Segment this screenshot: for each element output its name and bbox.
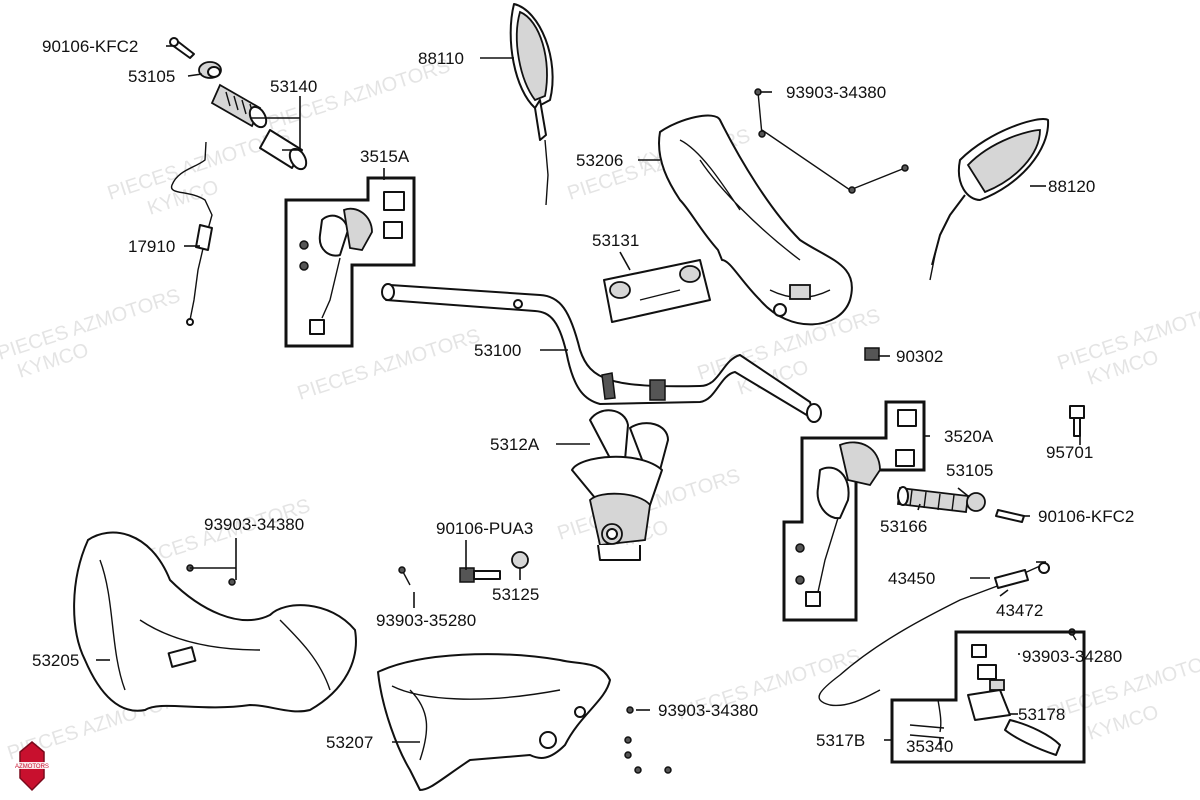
label-43472: 43472 [996,601,1043,620]
label-93903-34380-left: 93903-34380 [204,515,304,534]
part-5312a-stem [571,409,669,561]
part-90106-pua3-bolt [459,567,501,583]
group-3520a [782,400,926,622]
label-53166: 53166 [880,517,927,536]
group-3515a [284,176,416,348]
label-35340: 35340 [906,737,953,756]
part-93903-35280-screw [398,566,411,586]
part-53205-lower-cover [73,531,357,713]
part-95701-bolt [1069,405,1085,437]
part-53131-clamp [603,259,711,323]
label-90106-pua3: 90106-PUA3 [436,519,533,538]
label-53105-top: 53105 [128,67,175,86]
label-53105-right: 53105 [946,461,993,480]
label-5312a: 5312A [490,435,540,454]
part-53207-bottom-cover [377,653,611,791]
label-53140: 53140 [270,77,317,96]
label-53205: 53205 [32,651,79,670]
part-53105-top [198,61,222,79]
label-53206: 53206 [576,151,623,170]
part-17910-cable [170,141,213,326]
group-5317b [890,630,1086,764]
part-88110-mirror-left [509,3,554,206]
watermark-text: PIECES AZMOTORS [0,285,183,365]
label-93903-34380-top: 93903-34380 [786,83,886,102]
logo-text: AZMOTORS [15,764,49,770]
label-53207: 53207 [326,733,373,752]
label-95701: 95701 [1046,443,1093,462]
label-93903-35280: 93903-35280 [376,611,476,630]
label-53100: 53100 [474,341,521,360]
part-53206-upper-cover [658,114,853,326]
label-53131: 53131 [592,231,639,250]
leader-lines [96,45,1081,745]
label-5317b: 5317B [816,731,865,750]
label-88120: 88120 [1048,177,1095,196]
part-93903-34380-bottom-screws [624,706,672,774]
part-53100-handlebar [381,283,822,423]
label-53125: 53125 [492,585,539,604]
part-43450-cable [818,562,1050,707]
labels: 90106-KFC2 53105 53140 17910 3515A 88110… [32,37,1134,756]
part-53166-grip [896,486,970,513]
label-90302: 90302 [896,347,943,366]
label-93903-34380-bottom: 93903-34380 [658,701,758,720]
part-90106-kfc2-right [995,509,1025,523]
label-90106-kfc2-top: 90106-KFC2 [42,37,138,56]
part-53125-collar [511,551,529,569]
label-93903-34280: 93903-34280 [1022,647,1122,666]
label-3520a: 3520A [944,427,994,446]
part-93903-34380-top-screws [754,88,909,194]
label-43450: 43450 [888,569,935,588]
watermark-text: PIECES AZMOTORS [295,325,483,405]
label-53178: 53178 [1018,705,1065,724]
label-88110: 88110 [418,49,464,68]
part-90106-kfc2-top [169,37,195,59]
part-88120-mirror-right [929,118,1050,281]
part-53105-right [966,492,986,512]
part-53140-grip [210,83,308,171]
label-90106-kfc2-right: 90106-KFC2 [1038,507,1134,526]
label-17910: 17910 [128,237,175,256]
label-3515a: 3515A [360,147,410,166]
part-90302-nut [864,347,880,361]
azmotors-logo: AZMOTORS [14,741,50,792]
